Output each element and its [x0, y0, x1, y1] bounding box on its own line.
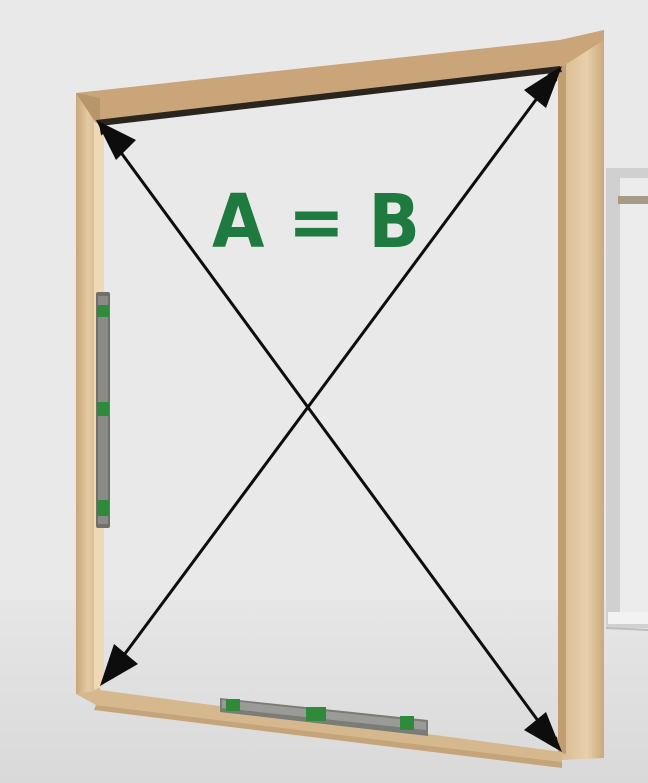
level-vial [226, 699, 240, 711]
right-post [560, 30, 604, 760]
level-vial [97, 500, 109, 516]
equation-label: A = B [212, 179, 420, 265]
level-vial [400, 716, 414, 730]
level-vial [306, 707, 326, 721]
background-door-frame [606, 168, 648, 630]
right-post-inner-face [558, 64, 566, 754]
level-vial [97, 305, 109, 317]
vertical-spirit-level [96, 292, 110, 528]
level-vial [97, 402, 109, 416]
